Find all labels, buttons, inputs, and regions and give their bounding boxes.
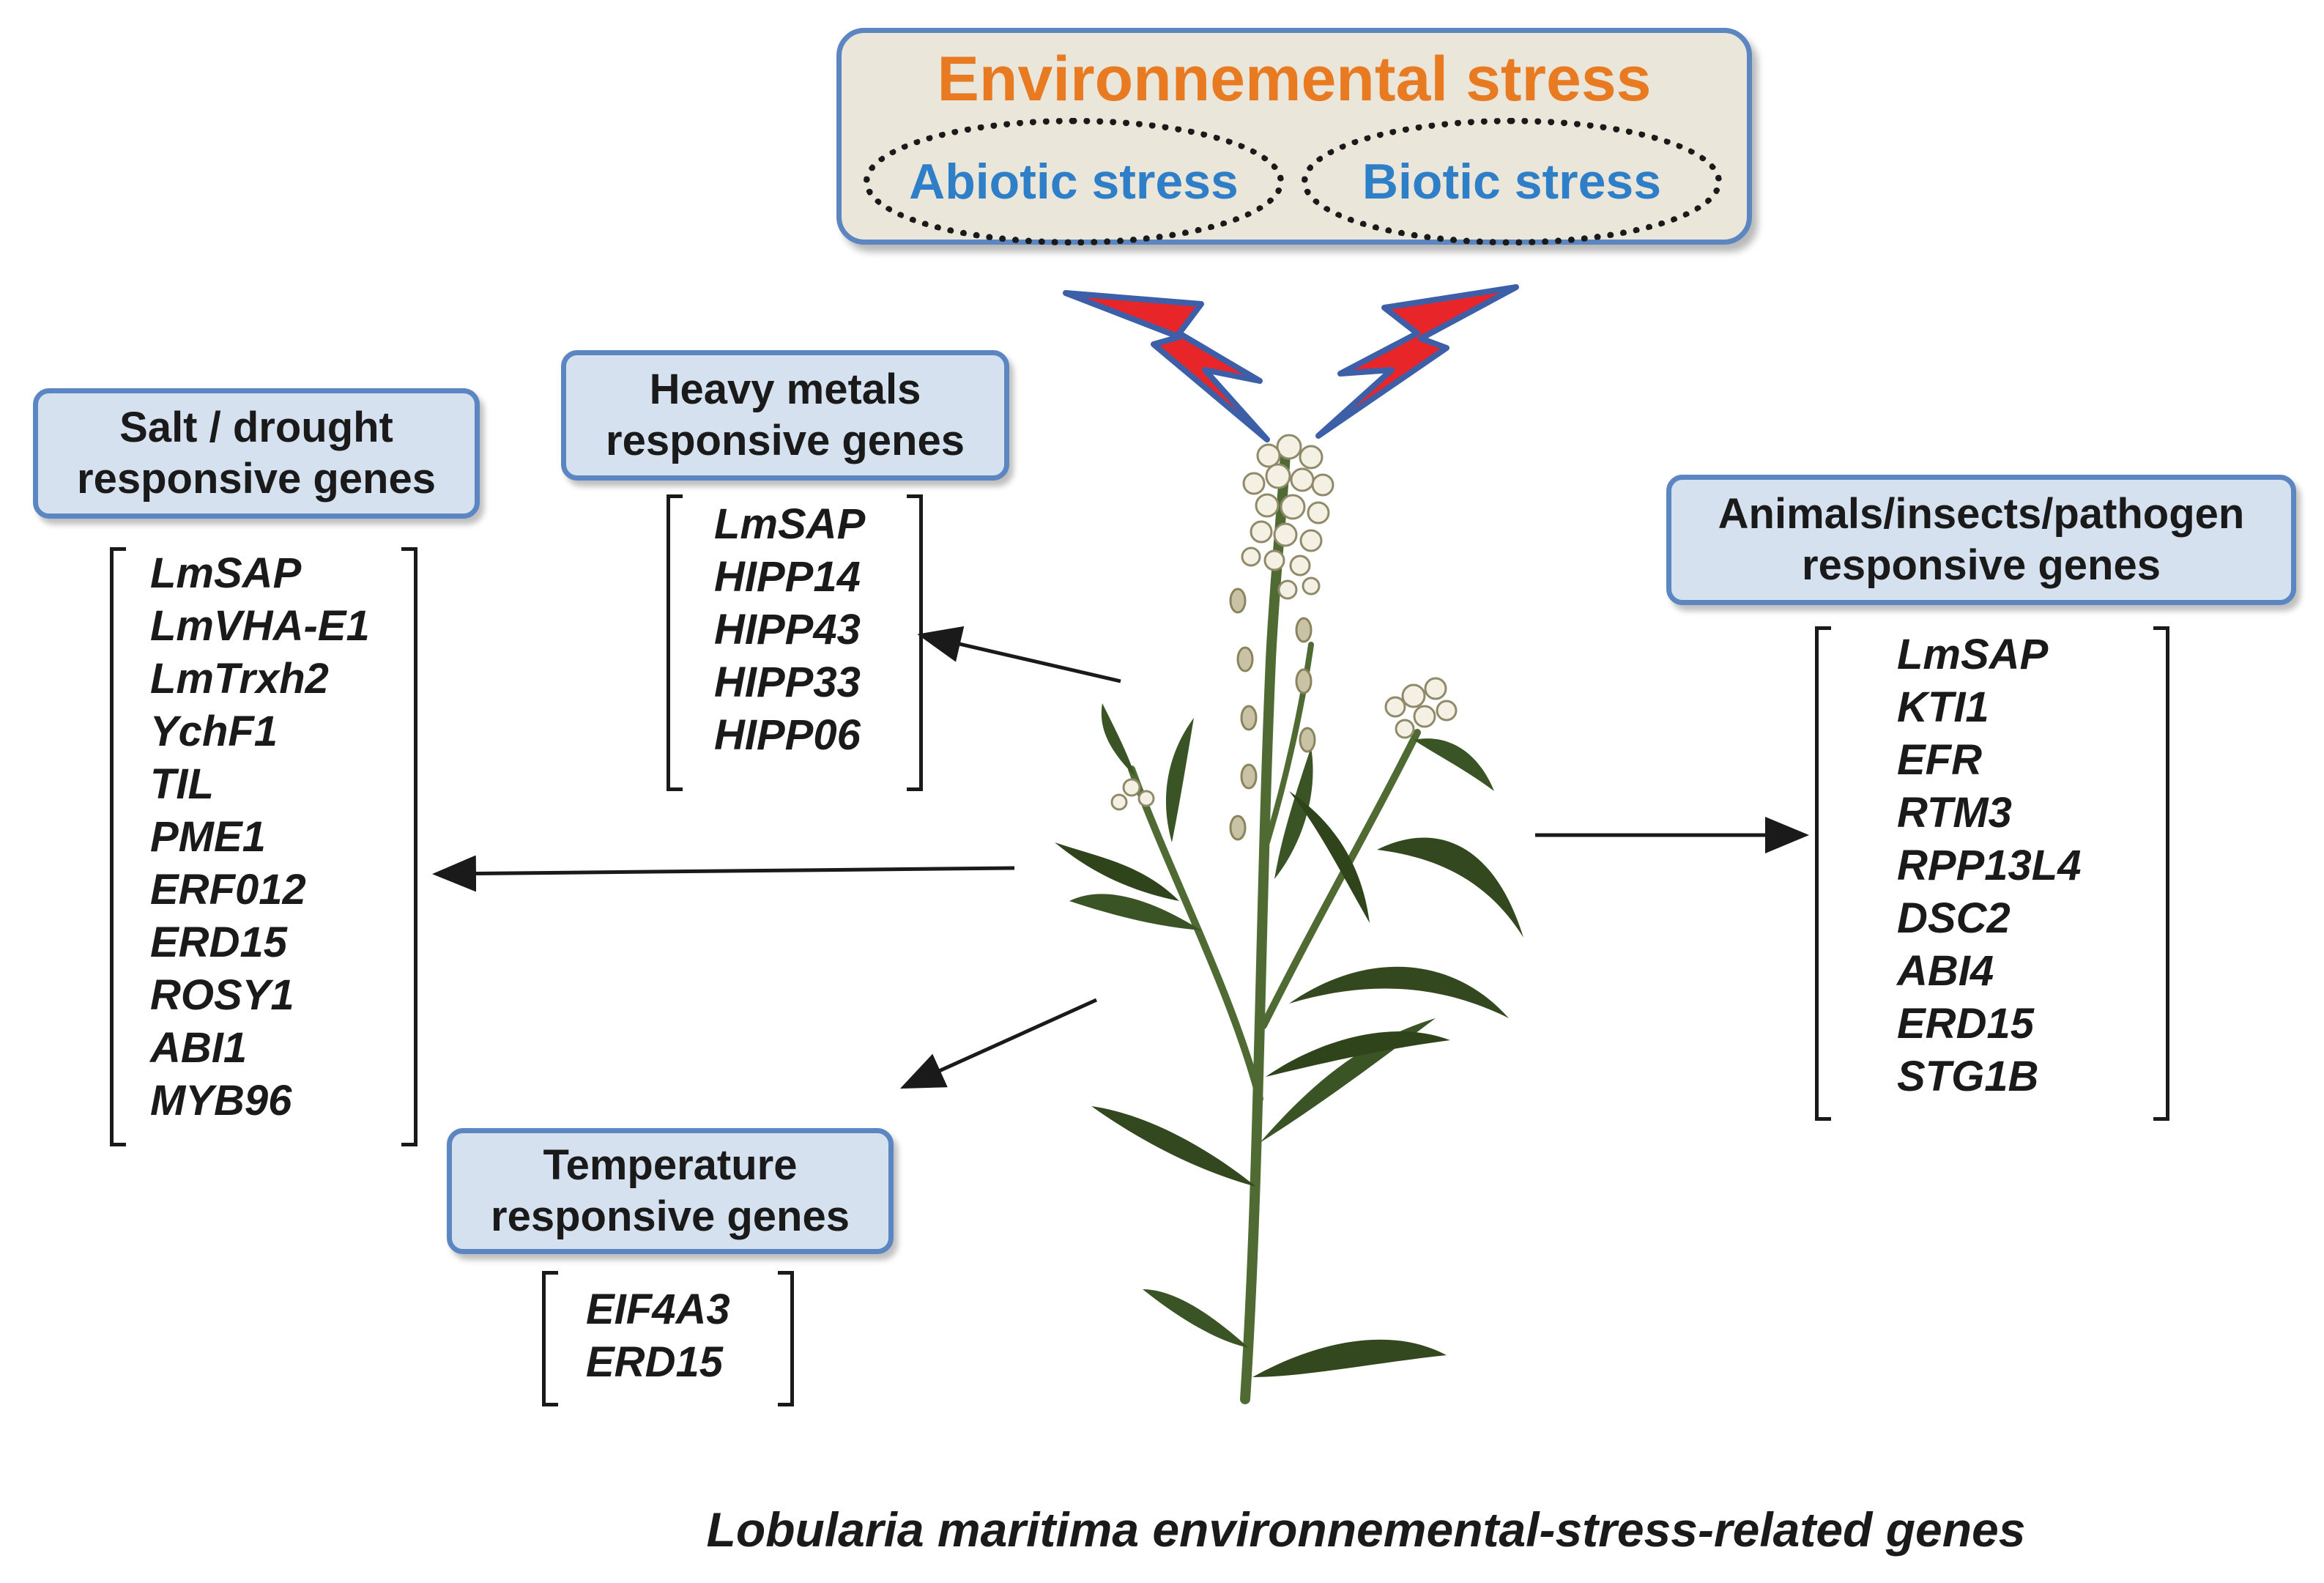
temperature-bracket-right: [778, 1271, 794, 1406]
gene-item: HIPP14: [714, 553, 861, 601]
salt-drought-bracket-right: [401, 547, 417, 1146]
animals-bracket-right: [2153, 626, 2169, 1121]
abiotic-stress-oval: Abiotic stress: [864, 118, 1284, 245]
gene-item: EIF4A3: [586, 1286, 730, 1333]
animals-insects-pathogen-gene-list: LmSAP KTI1 EFR RTM3 RPP13L4 DSC2 ABI4 ER…: [1897, 629, 2081, 1103]
temperature-bracket-left: [542, 1271, 558, 1406]
gene-item: YchF1: [150, 708, 278, 755]
heavy-metals-bracket-left: [667, 494, 683, 791]
animals-bracket-left: [1815, 626, 1831, 1121]
animals-insects-pathogen-box: Animals/insects/pathogen responsive gene…: [1666, 475, 2296, 605]
salt-drought-label-line1: Salt / drought: [119, 404, 393, 452]
heavy-metals-box: Heavy metals responsive genes: [561, 350, 1009, 481]
salt-drought-gene-list: LmSAP LmVHA-E1 LmTrxh2 YchF1 TIL PME1 ER…: [150, 547, 370, 1127]
gene-item: ERD15: [1897, 1000, 2034, 1048]
salt-drought-label-line2: responsive genes: [77, 455, 436, 503]
animals-insects-pathogen-label-line2: responsive genes: [1802, 541, 2161, 589]
arrow-to-heavy-metals: [917, 626, 1121, 683]
salt-drought-bracket-left: [110, 547, 126, 1146]
arrow-to-salt-drought: [432, 855, 1015, 892]
biotic-stress-oval: Biotic stress: [1302, 118, 1722, 245]
environmental-stress-box: Environnemental stress Abiotic stress Bi…: [836, 28, 1752, 245]
gene-item: LmSAP: [150, 549, 302, 597]
gene-item: LmVHA-E1: [150, 602, 370, 650]
environmental-stress-title: Environnemental stress: [937, 44, 1652, 114]
heavy-metals-bracket-right: [907, 494, 923, 791]
gene-item: STG1B: [1897, 1053, 2039, 1100]
gene-item: ROSY1: [150, 971, 294, 1019]
gene-item: ERD15: [150, 919, 287, 966]
gene-item: LmSAP: [714, 500, 866, 548]
gene-item: RPP13L4: [1897, 842, 2082, 889]
gene-item: ABI1: [150, 1024, 248, 1072]
temperature-label-line1: Temperature: [543, 1141, 798, 1190]
heavy-metals-gene-list: LmSAP HIPP14 HIPP43 HIPP33 HIPP06: [714, 498, 865, 762]
temperature-box: Temperature responsive genes: [447, 1128, 894, 1254]
arrow-to-temperature: [899, 998, 1098, 1089]
gene-item: DSC2: [1897, 894, 2011, 942]
gene-item: HIPP06: [714, 711, 861, 759]
heavy-metals-label-line2: responsive genes: [606, 417, 965, 464]
lightning-bolt-right-icon: [1315, 284, 1519, 439]
gene-item: LmTrxh2: [150, 655, 329, 702]
gene-item: EFR: [1897, 736, 1982, 784]
gene-item: HIPP33: [714, 659, 861, 706]
gene-item: RTM3: [1897, 789, 2012, 837]
gene-item: PME1: [150, 813, 266, 861]
gene-item: KTI1: [1897, 683, 1989, 731]
gene-item: LmSAP: [1897, 631, 2049, 678]
plant-illustration: [1055, 434, 1523, 1404]
gene-item: TIL: [150, 760, 214, 808]
gene-item: MYB96: [150, 1077, 292, 1124]
temperature-gene-list: EIF4A3 ERD15: [586, 1283, 730, 1389]
temperature-label-line2: responsive genes: [491, 1193, 850, 1240]
animals-insects-pathogen-label-line1: Animals/insects/pathogen: [1718, 490, 2245, 538]
gene-item: ERD15: [586, 1338, 723, 1386]
gene-item: ERF012: [150, 866, 306, 913]
gene-item: HIPP43: [714, 606, 861, 653]
gene-item: ABI4: [1897, 947, 1994, 995]
heavy-metals-label-line1: Heavy metals: [649, 366, 921, 414]
salt-drought-box: Salt / drought responsive genes: [33, 388, 480, 519]
lightning-bolt-left-icon: [1063, 290, 1270, 442]
figure-caption: Lobularia maritima environnemental-stres…: [706, 1502, 2026, 1557]
